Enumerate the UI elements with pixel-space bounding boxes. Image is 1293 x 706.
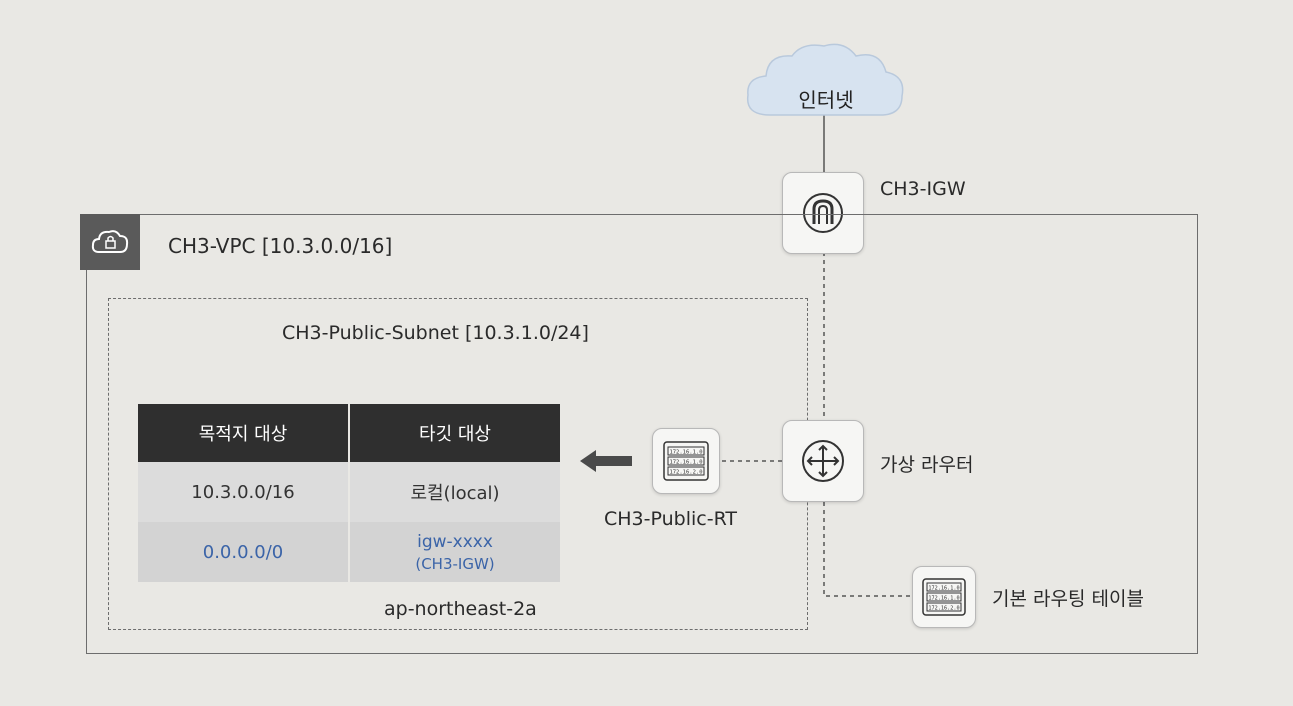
row-target-cell: igw-xxxx (CH3-IGW) bbox=[349, 522, 560, 582]
route-table: 목적지 대상 타깃 대상 10.3.0.0/16 로컬(local) 0.0.0… bbox=[138, 404, 560, 582]
row-target: igw-xxxx bbox=[417, 531, 493, 552]
rt-icon-line: 172.16.1.0 bbox=[669, 450, 702, 456]
table-row: 10.3.0.0/16 로컬(local) bbox=[138, 462, 560, 522]
vpc-label: CH3-VPC [10.3.0.0/16] bbox=[168, 234, 393, 258]
row-target: 로컬(local) bbox=[349, 462, 560, 522]
router-label: 가상 라우터 bbox=[880, 454, 974, 476]
arrow-to-table bbox=[580, 450, 632, 472]
internet-label: 인터넷 bbox=[798, 88, 854, 112]
az-label: ap-northeast-2a bbox=[384, 598, 537, 620]
header-target: 타깃 대상 bbox=[349, 404, 560, 462]
default-rt-label: 기본 라우팅 테이블 bbox=[992, 588, 1144, 610]
vpc-boundary bbox=[86, 214, 1198, 654]
route-table-icon: 172.16.1.0 172.16.1.0 172.16.2.0 bbox=[663, 441, 709, 481]
cloud-icon bbox=[746, 43, 904, 116]
rt-icon-line: 172.16.2.0 bbox=[669, 470, 702, 476]
public-rt-label: CH3-Public-RT bbox=[604, 508, 738, 530]
igw-node bbox=[782, 172, 864, 254]
row-destination: 0.0.0.0/0 bbox=[138, 522, 350, 582]
row-target-sub: (CH3-IGW) bbox=[415, 554, 495, 573]
router-default-rt-line bbox=[823, 502, 912, 597]
header-destination: 목적지 대상 bbox=[138, 404, 350, 462]
rt-icon-line: 172.16.2.0 bbox=[928, 606, 959, 612]
igw-label: CH3-IGW bbox=[880, 178, 966, 200]
rt-icon-line: 172.16.1.0 bbox=[928, 586, 959, 592]
gateway-icon bbox=[803, 193, 843, 233]
rt-icon-line: 172.16.1.0 bbox=[928, 596, 959, 602]
rt-icon-line: 172.16.1.0 bbox=[669, 460, 702, 466]
route-table-icon: 172.16.1.0 172.16.1.0 172.16.2.0 bbox=[922, 578, 966, 616]
cloud-lock-icon bbox=[91, 230, 129, 253]
subnet-label: CH3-Public-Subnet [10.3.1.0/24] bbox=[282, 322, 589, 344]
default-rt-node: 172.16.1.0 172.16.1.0 172.16.2.0 bbox=[912, 566, 976, 628]
row-destination: 10.3.0.0/16 bbox=[138, 462, 350, 522]
table-row: 0.0.0.0/0 igw-xxxx (CH3-IGW) bbox=[138, 522, 560, 582]
router-node bbox=[782, 420, 864, 502]
vpc-icon bbox=[80, 214, 140, 270]
router-icon bbox=[802, 440, 844, 482]
public-rt-node: 172.16.1.0 172.16.1.0 172.16.2.0 bbox=[652, 428, 720, 494]
